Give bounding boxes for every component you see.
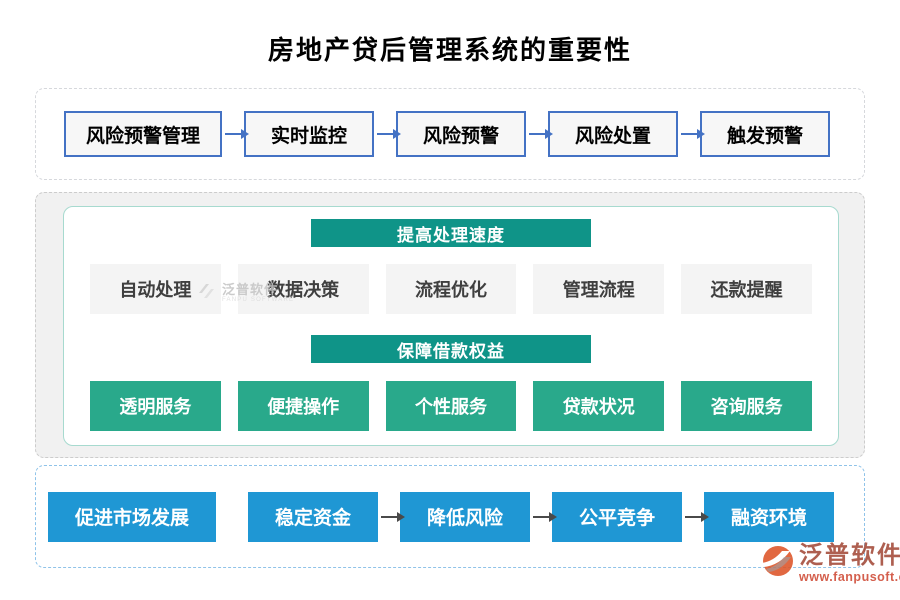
arrow-right-icon: [681, 129, 705, 139]
banner-processing-speed: 提高处理速度: [311, 219, 591, 247]
cell-process-optimize: 流程优化: [385, 264, 517, 314]
cell-consult-service: 咨询服务: [681, 381, 812, 431]
market-impact-flow-section: 促进市场发展 稳定资金 降低风险 公平竞争 融资环境: [35, 465, 865, 568]
risk-warning-flow-row: 风险预警管理 实时监控 风险预警 风险处置 触发预警: [36, 89, 864, 179]
watermark-url: www.fanpusoft.com: [799, 570, 900, 585]
benefits-card: 提高处理速度 自动处理 数据决策 流程优化 管理流程 还款提醒 保障借款权益 透…: [63, 206, 839, 446]
rights-items-row: 透明服务 便捷操作 个性服务 贷款状况 咨询服务: [90, 381, 812, 431]
arrow-right-icon: [529, 129, 553, 139]
arrow-right-icon: [533, 511, 557, 522]
flow-box-realtime-monitoring: 实时监控: [244, 111, 374, 157]
risk-warning-flow-section: 风险预警管理 实时监控 风险预警 风险处置 触发预警: [35, 88, 865, 180]
arrow-right-icon: [685, 511, 709, 522]
page-title: 房地产贷后管理系统的重要性: [267, 35, 632, 65]
benefits-section: 提高处理速度 自动处理 数据决策 流程优化 管理流程 还款提醒 保障借款权益 透…: [35, 192, 865, 458]
flow-box-risk-disposal: 风险处置: [548, 111, 678, 157]
cell-repay-reminder: 还款提醒: [681, 264, 812, 314]
speed-items-row: 自动处理 数据决策 流程优化 管理流程 还款提醒: [90, 264, 812, 314]
flow-box-risk-warning-management: 风险预警管理: [64, 111, 222, 157]
flow-box-fair-competition: 公平竞争: [552, 491, 682, 542]
arrow-right-icon: [381, 511, 405, 522]
flow-box-stable-funds: 稳定资金: [248, 491, 378, 542]
flow-box-trigger-warning: 触发预警: [700, 111, 830, 157]
cell-auto-processing: 自动处理: [90, 264, 221, 314]
banner-borrower-rights: 保障借款权益: [311, 335, 591, 363]
cell-convenient-operation: 便捷操作: [237, 381, 369, 431]
cell-transparent-service: 透明服务: [90, 381, 221, 431]
cell-personal-service: 个性服务: [385, 381, 517, 431]
flow-box-promote-market: 促进市场发展: [48, 491, 216, 542]
arrow-right-icon: [377, 129, 401, 139]
market-impact-flow-row: 促进市场发展 稳定资金 降低风险 公平竞争 融资环境: [36, 466, 864, 567]
cell-data-decision: 数据决策: [237, 264, 369, 314]
cell-loan-status: 贷款状况: [533, 381, 665, 431]
flow-box-risk-warning: 风险预警: [396, 111, 526, 157]
cell-manage-process: 管理流程: [533, 264, 665, 314]
arrow-right-icon: [225, 129, 249, 139]
flow-box-financing-env: 融资环境: [704, 491, 834, 542]
flow-box-reduce-risk: 降低风险: [400, 491, 530, 542]
